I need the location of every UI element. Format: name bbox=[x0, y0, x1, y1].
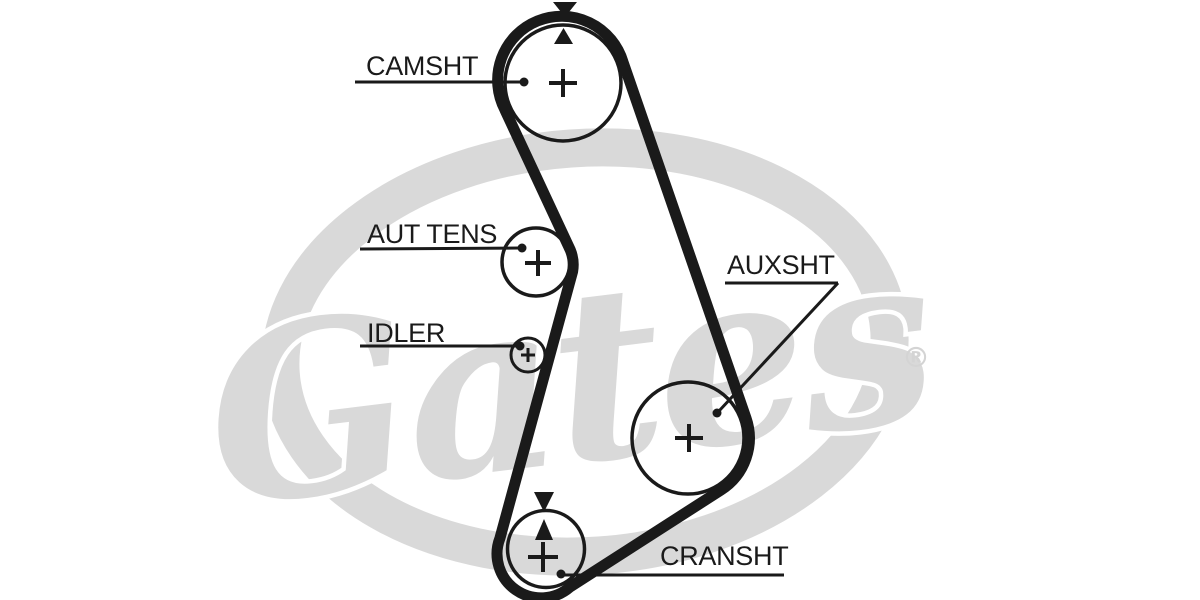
timing-marks bbox=[534, 2, 577, 540]
center-marks bbox=[521, 69, 703, 572]
registered-trademark-icon: ® bbox=[902, 341, 930, 374]
label-auto-tensioner: AUT TENS bbox=[367, 219, 498, 249]
crankshaft-pulley bbox=[505, 508, 587, 590]
crankshaft-center-cross-icon bbox=[528, 542, 558, 572]
crankshaft-leader-dot bbox=[556, 569, 566, 579]
camshaft-center-cross-icon bbox=[549, 69, 577, 97]
timing-belt bbox=[491, 10, 755, 600]
auxshaft-leader-line bbox=[717, 281, 840, 413]
tensioner-center-cross-icon bbox=[525, 250, 551, 276]
auxshaft-center-cross-icon bbox=[675, 424, 703, 452]
auxshaft-leader-dot bbox=[712, 408, 722, 418]
idler-leader-dot bbox=[515, 341, 525, 351]
pulleys bbox=[500, 23, 746, 590]
tensioner-leader-dot bbox=[517, 243, 527, 253]
gates-watermark: Gates ® bbox=[188, 128, 950, 576]
leader-lines bbox=[355, 77, 840, 579]
label-idler: IDLER bbox=[367, 318, 446, 348]
watermark-oval-ring bbox=[261, 128, 909, 576]
crankshaft-timing-mark-up-icon bbox=[535, 519, 553, 540]
label-auxiliary-shaft: AUXSHT bbox=[727, 250, 835, 280]
label-camshaft: CAMSHT bbox=[366, 51, 479, 81]
crankshaft-timing-mark-down-icon bbox=[534, 492, 554, 512]
label-crankshaft: CRANSHT bbox=[660, 541, 789, 571]
camshaft-timing-mark-down-icon bbox=[553, 2, 577, 17]
idler-center-cross-icon bbox=[521, 348, 535, 362]
tensioner-leader-line bbox=[359, 246, 521, 251]
camshaft-leader-dot bbox=[519, 77, 529, 87]
camshaft-timing-mark-up-icon bbox=[554, 28, 573, 44]
